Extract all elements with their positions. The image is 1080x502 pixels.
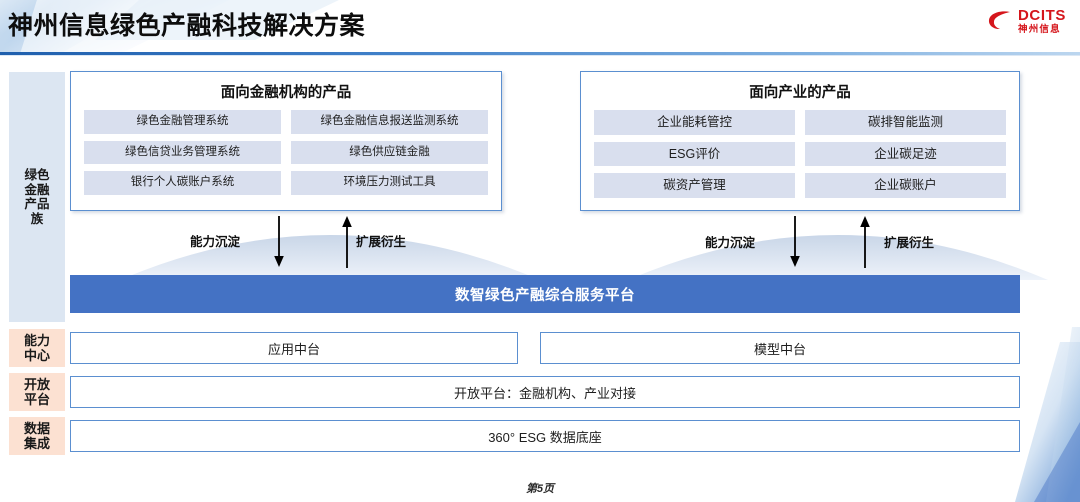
- sidebar-tag-ability-center[interactable]: 能力 中心: [9, 329, 65, 367]
- product-tile[interactable]: 企业碳账户: [805, 173, 1006, 198]
- platform-bar[interactable]: 数智绿色产融综合服务平台: [70, 275, 1020, 313]
- panel-industry-title: 面向产业的产品: [749, 85, 851, 101]
- product-tile[interactable]: 绿色金融管理系统: [84, 110, 281, 134]
- product-tile[interactable]: 企业能耗管控: [594, 110, 795, 135]
- logo-text-en: DCITS: [1018, 7, 1066, 24]
- flow-label-right-up: 扩展衍生: [884, 236, 935, 250]
- product-tile[interactable]: 碳排智能监测: [805, 110, 1006, 135]
- box-open-platform[interactable]: 开放平台：金融机构、产业对接: [70, 376, 1020, 408]
- flow-label-right-down: 能力沉淀: [705, 236, 756, 250]
- page-title: 神州信息绿色产融科技解决方案: [8, 12, 366, 40]
- panel-financial-products: 面向金融机构的产品 绿色金融管理系统 绿色金融信息报送监测系统 绿色信贷业务管理…: [70, 71, 502, 211]
- product-tile[interactable]: 绿色信贷业务管理系统: [84, 140, 281, 164]
- box-model-middleplatform[interactable]: 模型中台: [540, 332, 1020, 364]
- arrow-up-icon: [342, 216, 352, 268]
- arrow-down-icon: [790, 216, 800, 267]
- sidebar-tag-products-label: 绿色 金融 产品 族: [24, 168, 50, 226]
- arrow-up-icon: [860, 216, 870, 268]
- sidebar-tag-open-label: 开放 平台: [23, 376, 50, 407]
- header-divider-soft: [0, 55, 1080, 56]
- sidebar-tag-open-platform[interactable]: 开放 平台: [9, 373, 65, 411]
- dome-shape-right: [628, 235, 1048, 280]
- panel-financial-grid: 绿色金融管理系统 绿色金融信息报送监测系统 绿色信贷业务管理系统 绿色供应链金融…: [71, 110, 501, 205]
- product-tile[interactable]: ESG评价: [594, 141, 795, 166]
- box-data-base-label: 360° ESG 数据底座: [488, 429, 602, 445]
- dome-shape-left: [120, 235, 540, 280]
- panel-financial-title: 面向金融机构的产品: [220, 85, 352, 101]
- platform-bar-label: 数智绿色产融综合服务平台: [455, 287, 635, 304]
- flow-label-left-up: 扩展衍生: [356, 235, 407, 249]
- box-open-platform-label: 开放平台：金融机构、产业对接: [453, 385, 636, 401]
- brand-logo: DCITS 神州信息: [987, 8, 1066, 35]
- sidebar-tag-ability-label: 能力 中心: [23, 332, 50, 363]
- box-data-base[interactable]: 360° ESG 数据底座: [70, 420, 1020, 452]
- product-tile[interactable]: 碳资产管理: [594, 173, 795, 198]
- logo-text-cn: 神州信息: [1018, 24, 1061, 35]
- box-application-label: 应用中台: [267, 341, 320, 357]
- header-divider-rule: [0, 52, 1080, 55]
- box-model-label: 模型中台: [753, 341, 806, 357]
- box-application-middleplatform[interactable]: 应用中台: [70, 332, 518, 364]
- dcits-swoosh-icon: [988, 11, 1010, 30]
- product-tile[interactable]: 绿色金融信息报送监测系统: [291, 110, 488, 134]
- sidebar-tag-data-label: 数据 集成: [23, 420, 50, 451]
- flow-label-left-down: 能力沉淀: [190, 235, 241, 249]
- product-tile[interactable]: 绿色供应链金融: [291, 140, 488, 164]
- sidebar-tag-green-finance-products[interactable]: 绿色 金融 产品 族: [9, 72, 65, 322]
- panel-industry-grid: 企业能耗管控 碳排智能监测 ESG评价 企业碳足迹 碳资产管理 企业碳账户: [581, 110, 1019, 208]
- product-tile[interactable]: 企业碳足迹: [805, 141, 1006, 166]
- product-tile[interactable]: 环境压力测试工具: [291, 171, 488, 195]
- footer-page-number: 第5页: [525, 483, 555, 495]
- arrow-down-icon: [274, 216, 284, 267]
- product-tile[interactable]: 银行个人碳账户系统: [84, 171, 281, 195]
- sidebar-tag-data-integration[interactable]: 数据 集成: [9, 417, 65, 455]
- panel-industry-products: 面向产业的产品 企业能耗管控 碳排智能监测 ESG评价 企业碳足迹 碳资产管理 …: [580, 71, 1020, 211]
